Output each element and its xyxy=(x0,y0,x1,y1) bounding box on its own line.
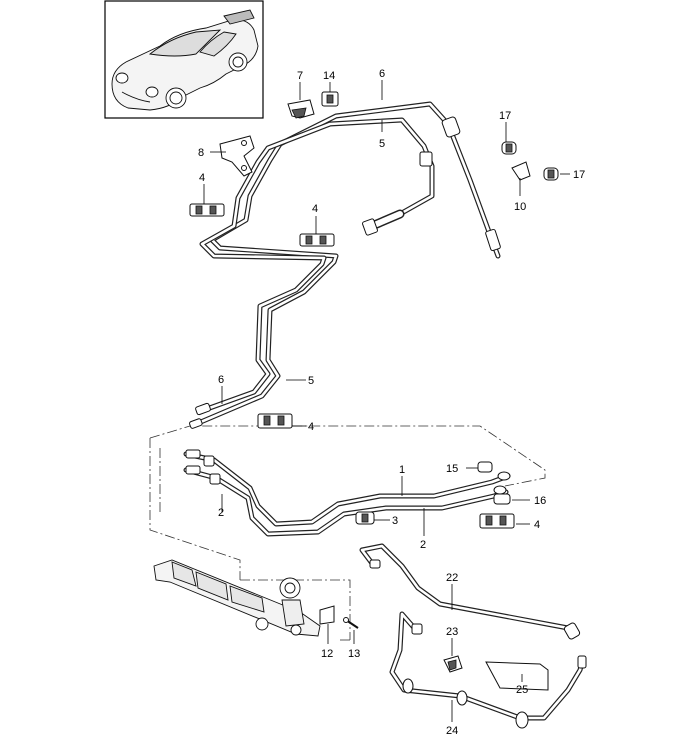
steering-rack-icon xyxy=(153,559,321,637)
fittings xyxy=(185,116,587,729)
callout-12: 12 xyxy=(321,648,333,660)
callout-23: 23 xyxy=(446,626,458,638)
callout-2-right: 2 xyxy=(420,539,426,551)
bracket-8 xyxy=(219,135,255,177)
callout-10: 10 xyxy=(514,201,526,213)
callout-3: 3 xyxy=(392,515,398,527)
underbody-outline xyxy=(149,425,546,641)
clip-4-upper-left xyxy=(189,203,225,217)
clip-10 xyxy=(511,161,531,181)
callout-25: 25 xyxy=(516,684,528,696)
callout-17-upper: 17 xyxy=(499,110,511,122)
clips-and-brackets xyxy=(189,91,559,691)
clip-4-right xyxy=(479,513,515,529)
clip-14 xyxy=(321,91,339,107)
callout-13: 13 xyxy=(348,648,360,660)
cap-16 xyxy=(493,493,511,505)
clip-4-middle xyxy=(299,233,335,247)
callout-2-left: 2 xyxy=(218,507,224,519)
heat-shield-25 xyxy=(485,661,549,691)
callout-22: 22 xyxy=(446,572,458,584)
callout-4-middle: 4 xyxy=(312,203,318,215)
clip-4-lower xyxy=(257,413,293,429)
clamp-12 xyxy=(319,605,335,625)
callout-14: 14 xyxy=(323,70,335,82)
callout-4-right: 4 xyxy=(534,519,540,531)
callout-5-upper: 5 xyxy=(379,138,385,150)
callout-numbers: 6 7 14 5 8 4 4 17 10 17 6 5 4 1 15 16 2 … xyxy=(198,68,585,737)
bolt-13 xyxy=(343,617,359,629)
power-steering-lines xyxy=(183,101,585,721)
clip-23 xyxy=(443,655,463,673)
grommet-17-right xyxy=(543,167,559,181)
callout-1: 1 xyxy=(399,464,405,476)
callout-7: 7 xyxy=(297,70,303,82)
vehicle-thumbnail xyxy=(104,0,264,119)
clip-3 xyxy=(355,511,375,525)
grommet-17-upper xyxy=(501,141,517,155)
cap-15 xyxy=(477,461,493,473)
callout-4-upper-left: 4 xyxy=(199,172,205,184)
callout-6-upper: 6 xyxy=(379,68,385,80)
callout-6-lower: 6 xyxy=(218,374,224,386)
callout-5-lower: 5 xyxy=(308,375,314,387)
callout-24: 24 xyxy=(446,725,458,737)
callout-15: 15 xyxy=(446,463,458,475)
bracket-7 xyxy=(287,99,315,119)
callout-4-lower: 4 xyxy=(308,421,314,433)
callout-16: 16 xyxy=(534,495,546,507)
car-thumbnail-icon xyxy=(111,9,259,111)
callout-8: 8 xyxy=(198,147,204,159)
leader-lines xyxy=(203,80,570,722)
callout-17-right: 17 xyxy=(573,169,585,181)
